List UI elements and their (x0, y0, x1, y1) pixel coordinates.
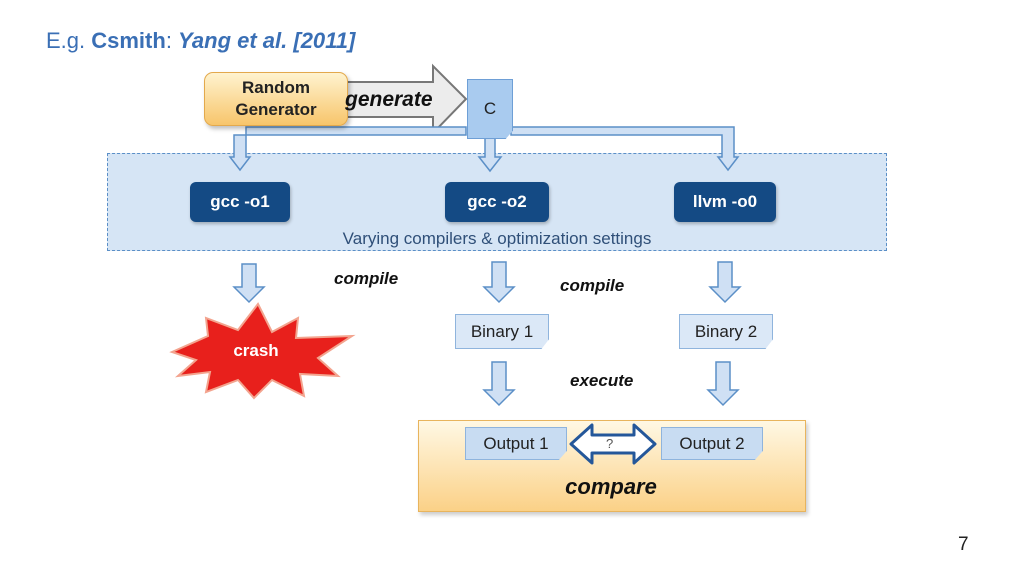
title-citation: Yang et al. [2011] (178, 28, 356, 53)
execute-label: execute (570, 371, 634, 390)
down-arrow-crash (232, 263, 266, 304)
title-prefix: E.g. (46, 28, 92, 53)
down-arrow-binary1 (482, 261, 516, 304)
page-number: 7 (958, 534, 969, 555)
compare-question-mark: ? (606, 436, 614, 451)
compiler-gcc-o2: gcc -o2 (445, 182, 549, 222)
generator-label-line2: Generator (235, 100, 317, 119)
crash-burst-icon (169, 302, 356, 400)
connector-center (477, 136, 503, 173)
connector-right (510, 126, 740, 172)
panel-caption: Varying compilers & optimization setting… (342, 229, 652, 248)
generator-label-line1: Random (242, 78, 310, 97)
crash-label: crash (233, 341, 279, 360)
compiler-gcc-o1: gcc -o1 (190, 182, 290, 222)
generate-label: generate (345, 88, 433, 111)
binary-1-file: Binary 1 (455, 314, 549, 349)
output-2-file: Output 2 (661, 427, 763, 460)
slide-title: E.g. Csmith: Yang et al. [2011] (46, 28, 355, 54)
binary-2-file: Binary 2 (679, 314, 773, 349)
down-arrow-output2 (706, 361, 740, 407)
down-arrow-output1 (482, 361, 516, 407)
title-colon: : (165, 28, 179, 53)
c-file-label: C (483, 99, 497, 118)
output-1-file: Output 1 (465, 427, 567, 460)
connector-left (228, 126, 467, 172)
c-file-icon: C (467, 79, 513, 139)
compile-label-left: compile (334, 269, 399, 288)
compiler-llvm-o0: llvm -o0 (674, 182, 776, 222)
title-tool-name: Csmith (91, 28, 166, 53)
compare-label: compare (565, 474, 657, 499)
compare-double-arrow (569, 423, 657, 465)
compile-label-right: compile (560, 276, 625, 295)
random-generator-box: Random Generator (204, 72, 348, 126)
down-arrow-binary2 (708, 261, 742, 304)
